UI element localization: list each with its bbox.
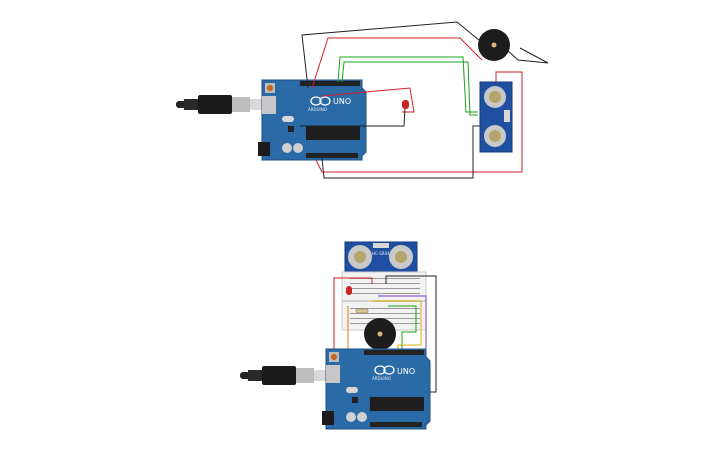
piezo-buzzer-2[interactable] — [364, 318, 396, 350]
board-model-label-2: UNO — [397, 367, 415, 376]
arduino-uno-2[interactable]: ARDUINO UNO — [322, 348, 431, 430]
ultrasonic-sensor-2[interactable]: HC-SR04 — [344, 241, 418, 273]
usb-cable-2[interactable] — [240, 366, 328, 385]
wire-red-buzzer[interactable] — [311, 37, 483, 89]
wire-red-2[interactable] — [333, 277, 373, 356]
circuit-2: HC-SR04 — [240, 241, 437, 430]
wire-black-2[interactable] — [385, 275, 437, 393]
red-led[interactable] — [402, 100, 409, 109]
board-brand-label: ARDUINO — [308, 107, 327, 112]
resistor[interactable] — [355, 308, 369, 314]
wire-green-2b[interactable] — [388, 305, 417, 352]
piezo-buzzer[interactable] — [478, 29, 510, 61]
wire-red-led[interactable] — [321, 87, 415, 113]
board-brand-label-2: ARDUINO — [372, 376, 391, 381]
wire-black-buzzer-2[interactable] — [504, 47, 549, 64]
wire-green-2[interactable] — [341, 61, 478, 116]
wire-black-sensor[interactable] — [321, 125, 480, 179]
circuit-1-wires — [300, 21, 549, 179]
wire-black-led[interactable] — [300, 107, 406, 127]
usb-cable[interactable] — [176, 95, 264, 114]
board-model-label: UNO — [333, 97, 351, 106]
arduino-uno[interactable]: ARDUINO UNO — [258, 79, 367, 161]
wire-black-buzzer[interactable] — [301, 21, 486, 89]
sensor-model-label: HC-SR04 — [372, 251, 390, 256]
circuit-1: ARDUINO UNO — [176, 21, 549, 179]
red-led-2[interactable] — [346, 286, 352, 295]
ultrasonic-sensor[interactable] — [479, 81, 513, 153]
wire-yellow-2[interactable] — [372, 300, 422, 352]
wire-red-sensor[interactable] — [315, 71, 523, 173]
